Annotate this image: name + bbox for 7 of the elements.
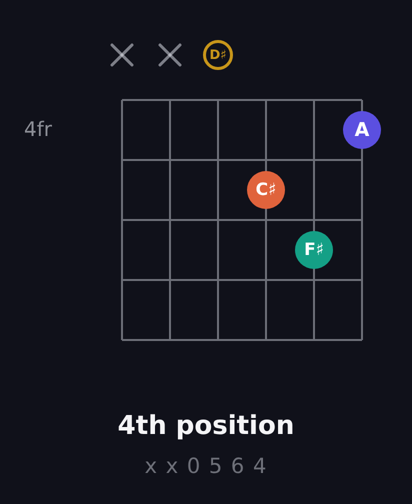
fret-sequence: x x 0 5 6 4 <box>144 454 268 478</box>
open-string-marker: D♯ <box>203 40 233 70</box>
note-marker: C♯ <box>247 171 285 209</box>
chord-title: 4th position <box>118 411 294 441</box>
note-marker: F♯ <box>295 231 333 269</box>
fret-number: 4fr <box>24 117 52 141</box>
note-marker: A <box>343 111 381 149</box>
